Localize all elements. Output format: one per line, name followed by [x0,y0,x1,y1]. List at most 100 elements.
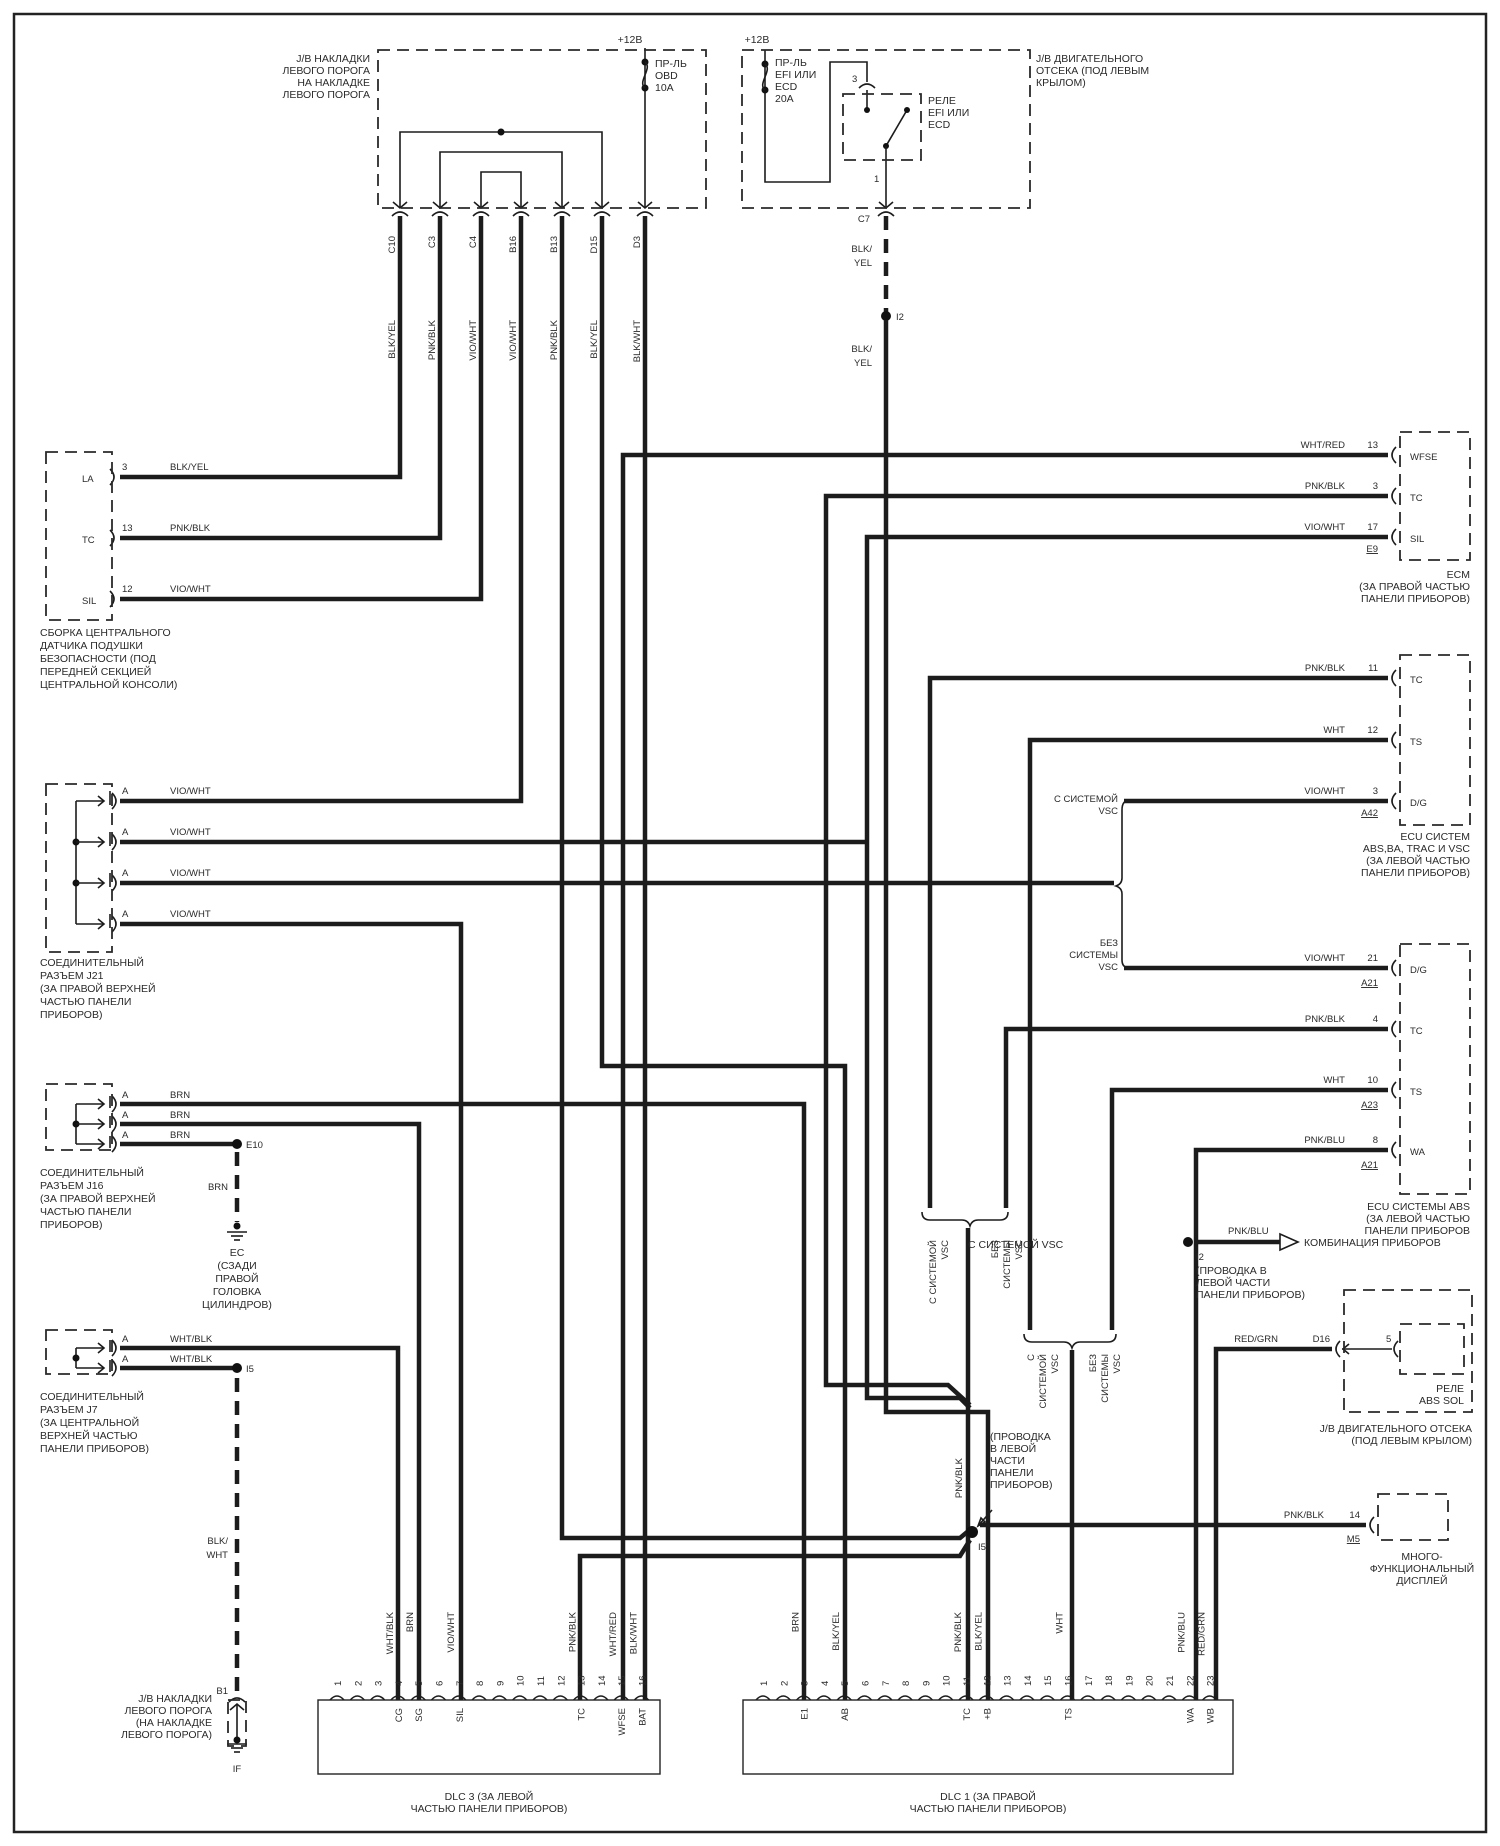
dlc1-pin-number: 22 [1185,1675,1196,1686]
connector-pin-icon [392,201,408,210]
ecu-vsc-pin-number: 3 [1373,786,1378,797]
ground-ec-caption: ЦИЛИНДРОВ) [202,1299,272,1311]
wire-color-label: BLK/YEL [589,320,600,359]
relay-abs-sol-label: РЕЛЕ [1436,1383,1464,1395]
dlc1-signal-name: AB [840,1708,851,1721]
dlc1-pin-number: 9 [921,1681,932,1686]
wire-color-label: WHT [1055,1612,1066,1634]
j21-caption: РАЗЪЕМ J21 [40,970,104,982]
wire-color-label: BRN [208,1182,228,1193]
connector-socket-icon [1391,1081,1397,1099]
wire-pnk-blk-dlc3-tc [577,1538,972,1712]
wire-color-label: WHT/RED [608,1612,619,1656]
internal-wire [764,50,868,183]
mfd-pin-number: 14 [1349,1510,1360,1521]
connector-socket-icon [111,1359,117,1377]
jb-terminal-label: C7 [858,214,870,225]
wire-color-label: BLK/ [851,244,872,255]
vsc-without-label: СИСТЕМЫ [1002,1240,1013,1289]
dlc3-pin-number: 8 [475,1681,486,1686]
dlc1-signal-name: WB [1206,1708,1217,1723]
airbag-pin-number: 3 [122,462,127,473]
dlc1-pin-number: 19 [1124,1675,1135,1686]
ecu-abs-caption: (ЗА ЛЕВОЙ ЧАСТЬЮ [1366,1212,1470,1225]
mfd-caption: МНОГО- [1401,1551,1443,1563]
ground-if-label: IF [233,1764,242,1775]
connector-socket-icon [111,1115,117,1133]
arrow-icon [97,877,106,889]
vsc-brace-icon [1023,1333,1117,1351]
j16-caption: РАЗЪЕМ J16 [40,1180,104,1192]
wire-color-label: VIO/WHT [170,909,211,920]
dlc1-pin-number: 10 [942,1675,953,1686]
dlc3-pin-number: 7 [455,1681,466,1686]
dlc1-pin-socket [1019,1695,1035,1701]
dlc1-pin-number: 12 [982,1675,993,1686]
ecu-abs-pin-name: TS [1410,1087,1422,1098]
j7-caption: СОЕДИНИТЕЛЬНЫЙ [40,1390,144,1403]
supply-12v-label: +12В [745,34,770,46]
connector-socket-icon [1391,792,1397,810]
relay-efi-label: EFI ИЛИ [928,107,969,119]
dlc3-pin-number: 4 [394,1681,405,1686]
dlc1-pin-socket [958,1695,974,1701]
wire-color-label: YEL [854,358,872,369]
dlc3-pin-number: 13 [577,1675,588,1686]
j7-caption: (ЗА ЦЕНТРАЛЬНОЙ [40,1416,139,1429]
dlc1-pin-socket [998,1695,1015,1701]
ecu-vsc-caption: ABS,BA, TRAC И VSC [1363,843,1471,855]
relay-contact-dot [904,107,910,113]
wire-pnk-blk-ecm-tc [823,493,1388,1407]
dlc3-pin-socket [532,1695,548,1701]
relay-efi-box [842,93,922,161]
jb-left-sill-box [377,49,707,209]
connector-socket-icon [858,83,876,89]
j21-pin-label: A [122,868,129,879]
wire-color-label: PNK/BLK [1305,663,1346,674]
airbag-sensor-caption: СБОРКА ЦЕНТРАЛЬНОГО [40,627,171,639]
jb-sill-ground-caption: J/B НАКЛАДКИ [138,1693,212,1705]
airbag-pin-name: LA [82,474,94,485]
wire-color-label: BLK/ [207,1536,228,1547]
connector-socket-icon [111,874,117,892]
dlc3-pin-socket [552,1695,568,1701]
dlc1-signal-name: TS [1064,1708,1075,1720]
connector-socket-icon [1391,446,1397,464]
jb-engine-abs-caption: J/B ДВИГАТЕЛЬНОГО ОТСЕКА [1320,1423,1472,1435]
dlc1-pin-socket [836,1695,852,1701]
jb-left-sill-title: ЛЕВОГО ПОРОГА [282,65,370,77]
connector-socket-icon [1393,1340,1399,1358]
ground-ec-caption: EC [230,1247,245,1259]
vsc-without-label: БЕЗ [1088,1354,1099,1372]
ecu-vsc-pin-number: 12 [1367,725,1378,736]
j16-caption: СОЕДИНИТЕЛЬНЫЙ [40,1166,144,1179]
dlc3-pin-number: 10 [516,1675,527,1686]
vsc-with-label: VSC [940,1240,951,1260]
fuse-obd-label: OBD [655,70,678,82]
vsc-with-label: VSC [1050,1354,1061,1374]
vsc-with-label: С [1026,1354,1037,1361]
dlc3-pin-number: 6 [435,1681,446,1686]
ecu-abs-pin-name: D/G [1410,965,1427,976]
internal-splice [497,128,505,136]
dlc3-caption: DLC 3 (ЗА ЛЕВОЙ [445,1790,534,1803]
ground-point [233,1736,241,1744]
dlc3-signal-name: CG [394,1708,405,1722]
ecm-caption: ПАНЕЛИ ПРИБОРОВ) [1361,593,1470,605]
wire-wht-red-wfse [620,452,1388,1712]
connector-socket-icon [431,211,449,217]
j21-caption: (ЗА ПРАВОЙ ВЕРХНЕЙ [40,982,156,995]
vsc-without-label: СИСТЕМЫ [1100,1354,1111,1403]
arrow-icon [97,1098,106,1110]
ecm-pin-name: SIL [1410,534,1424,545]
ecu-vsc-connector-id: A42 [1361,808,1378,819]
ecu-vsc-pin-number: 11 [1368,663,1378,674]
j21-box [45,783,113,953]
components-layer [45,49,1473,1775]
dlc1-pin-socket [1080,1695,1096,1701]
wire-color-label: PNK/BLU [1304,1135,1345,1146]
ecu-abs-connector-id: A21 [1361,978,1378,989]
wire-pnk-blk-tc [120,216,443,541]
ecu-abs-pin-number: 10 [1367,1075,1378,1086]
